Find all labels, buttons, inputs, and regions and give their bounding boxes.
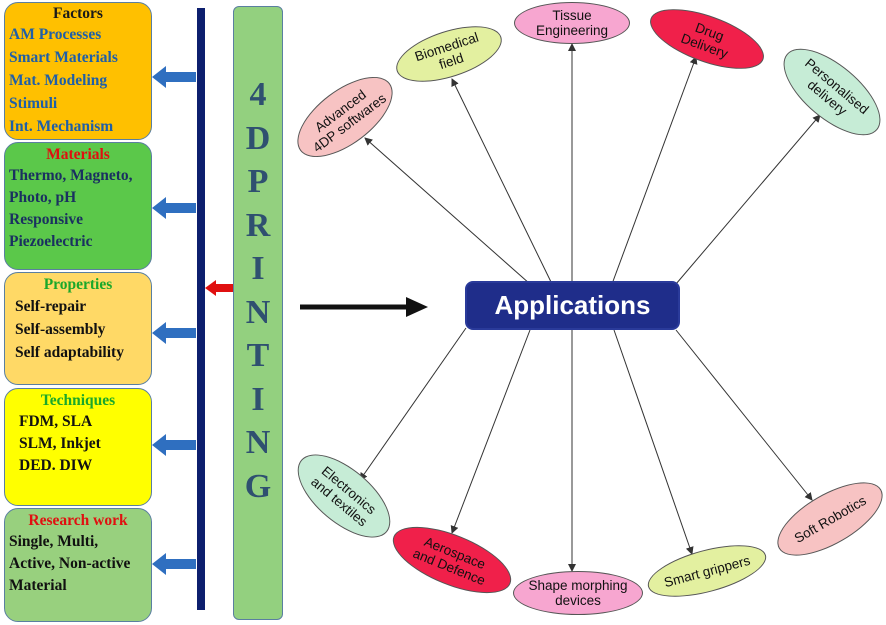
panel-factors: Factors AM Processes Smart Materials Mat… <box>4 2 152 140</box>
main-arrow-icon <box>406 297 428 317</box>
connector-soft-robotics <box>675 329 813 501</box>
panel-item: AM Processes <box>9 26 102 43</box>
panel-item: Thermo, Magneto, <box>9 167 133 184</box>
panel-item: Material <box>9 577 67 594</box>
panel-title: Properties <box>43 276 113 293</box>
printing-letter: 4 <box>249 76 267 113</box>
printing-column: 4 D P R I N T I N G <box>233 6 283 620</box>
panel-item: Self-assembly <box>15 321 106 338</box>
printing-letter: N <box>245 424 271 461</box>
connector-drug <box>611 56 698 285</box>
left-arrow-icon <box>152 322 196 344</box>
panel-item: Responsive <box>9 211 84 228</box>
printing-letter: T <box>246 337 270 374</box>
printing-letter: I <box>251 380 265 418</box>
printing-letter: I <box>251 250 265 287</box>
panel-title: Factors <box>53 5 103 22</box>
panel-research-work: Research work Single, Multi, Active, Non… <box>4 508 152 622</box>
panel-title: Research work <box>28 512 128 529</box>
app-shape-morphing-devices: Shape morphing devices <box>513 571 643 615</box>
printing-letter: P <box>247 163 269 200</box>
panel-item: Single, Multi, <box>9 533 99 550</box>
panel-item: Smart Materials <box>9 49 118 66</box>
panel-title: Techniques <box>40 392 116 409</box>
left-arrow-icon <box>152 66 196 88</box>
panel-materials: Materials Thermo, Magneto, Photo, pH Res… <box>4 142 152 270</box>
panel-item: Self-repair <box>15 298 87 315</box>
app-tissue-engineering: Tissue Engineering <box>514 2 630 44</box>
connector-electronics <box>359 327 467 481</box>
connector-advanced <box>364 137 531 285</box>
panel-item: FDM, SLA <box>19 413 93 430</box>
panel-techniques: Techniques FDM, SLA SLM, Inkjet DED. DIW <box>4 388 152 506</box>
panel-properties: Properties Self-repair Self-assembly Sel… <box>4 272 152 385</box>
panel-title: Materials <box>46 146 110 163</box>
panel-item: Mat. Modeling <box>9 72 108 89</box>
vertical-bar <box>197 8 205 610</box>
panel-item: Self adaptability <box>15 344 124 361</box>
left-arrow-icon <box>152 197 196 219</box>
panel-item: SLM, Inkjet <box>19 435 101 452</box>
connector-personalised <box>675 114 821 285</box>
printing-letter: R <box>245 206 271 244</box>
panel-item: Active, Non-active <box>9 555 131 572</box>
panel-item: Int. Mechanism <box>9 118 114 135</box>
connector-biomedical <box>451 78 553 285</box>
panel-item: Photo, pH <box>9 189 77 206</box>
printing-letter: D <box>245 119 271 157</box>
connector-grippers <box>613 329 694 555</box>
left-arrow-icon <box>152 434 196 456</box>
panel-item: Stimuli <box>9 95 58 112</box>
printing-letter: G <box>244 467 272 505</box>
red-arrow-icon <box>205 280 233 296</box>
panel-item: Piezoelectric <box>9 233 93 250</box>
left-arrow-icon <box>152 553 196 575</box>
applications-hub: Applications <box>465 281 680 330</box>
printing-letter: N <box>245 293 271 331</box>
panel-item: DED. DIW <box>19 457 93 474</box>
connector-aerospace <box>450 329 531 534</box>
